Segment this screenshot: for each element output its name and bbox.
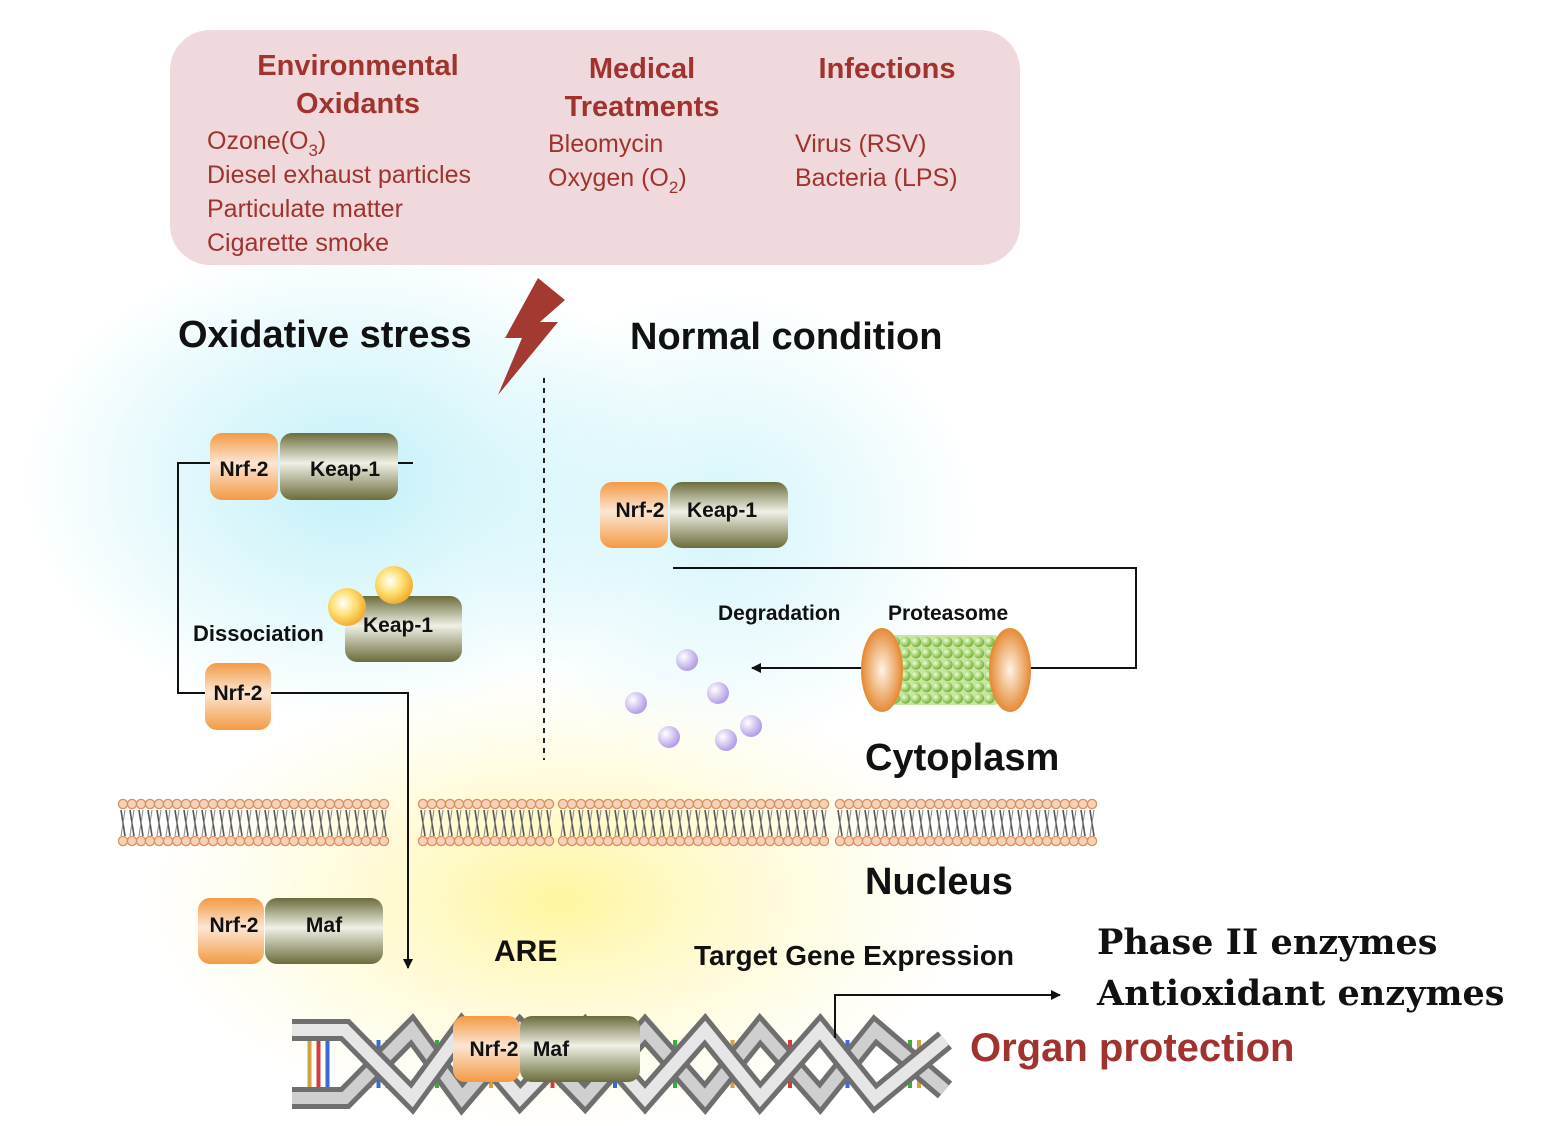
environmental-heading-1: Environmental [257, 50, 458, 82]
proteasome-label: Proteasome [888, 602, 1008, 625]
proteasome-icon [861, 628, 1031, 712]
nrf2-block [600, 482, 668, 548]
organ-protection-label: Organ protection [970, 1026, 1294, 1070]
keap1-label: Keap-1 [363, 614, 433, 637]
peptide-particle [625, 692, 647, 714]
nrf2-block [210, 433, 278, 500]
cytoplasm-label: Cytoplasm [865, 737, 1059, 779]
keap1-block [670, 482, 788, 548]
peptide-particle [715, 729, 737, 751]
nrf2-block [453, 1016, 520, 1082]
nucleus-glow [140, 670, 980, 1126]
infections-heading: Infections [819, 53, 956, 85]
antioxidant-enzymes-label: Antioxidant enzymes [1096, 973, 1504, 1014]
nuclear-membrane [117, 798, 1098, 847]
transcription-arrow [834, 990, 1061, 1038]
nrf2-label: Nrf-2 [209, 914, 258, 937]
degradation-label: Degradation [718, 602, 841, 625]
oxidant-ball [328, 588, 366, 626]
cause-oxygen: Oxygen (O2) [548, 164, 687, 197]
peptide-particle [676, 649, 698, 671]
keap1-block [345, 596, 462, 662]
oxidant-ball [375, 566, 413, 604]
nrf2-block [205, 663, 271, 730]
cause-particulate: Particulate matter [207, 195, 403, 223]
maf-block [520, 1016, 640, 1082]
cause-bacteria: Bacteria (LPS) [795, 164, 958, 192]
keap1-label: Keap-1 [310, 458, 380, 481]
phase2-enzymes-label: Phase II enzymes [1097, 922, 1437, 963]
keap1-block [280, 433, 398, 500]
medical-heading-1: Medical [589, 53, 695, 85]
normal-condition-heading: Normal condition [630, 316, 942, 358]
cause-diesel: Diesel exhaust particles [207, 161, 471, 189]
maf-label: Maf [306, 914, 343, 937]
nrf2-label: Nrf-2 [469, 1038, 518, 1061]
nrf2-label: Nrf-2 [213, 682, 262, 705]
cause-cigarette: Cigarette smoke [207, 229, 389, 257]
environmental-heading-2: Oxidants [296, 88, 420, 120]
oxidative-stress-heading: Oxidative stress [178, 314, 472, 356]
dissociation-bracket [177, 462, 210, 694]
degradation-route-line [673, 567, 1137, 669]
nrf2-label: Nrf-2 [219, 458, 268, 481]
target-gene-expression-label: Target Gene Expression [694, 940, 1014, 971]
maf-block [265, 898, 383, 964]
degraded-peptides [625, 649, 762, 751]
cause-virus: Virus (RSV) [795, 130, 927, 158]
causes-box [170, 30, 1020, 265]
nrf2-label: Nrf-2 [615, 499, 664, 522]
maf-label: Maf [533, 1038, 570, 1061]
dissociation-label: Dissociation [193, 621, 324, 646]
peptide-particle [658, 726, 680, 748]
peptide-particle [740, 715, 762, 737]
keap1-label: Keap-1 [687, 499, 757, 522]
medical-heading-2: Treatments [565, 91, 720, 123]
cause-bleomycin: Bleomycin [548, 130, 663, 158]
lightning-bolt-icon [498, 278, 565, 395]
translocation-arrow [268, 692, 413, 969]
are-label: ARE [494, 935, 557, 968]
nucleus-label: Nucleus [865, 861, 1013, 903]
cause-ozone: Ozone(O3) [207, 127, 326, 160]
nrf2-block [198, 898, 264, 964]
peptide-particle [707, 682, 729, 704]
